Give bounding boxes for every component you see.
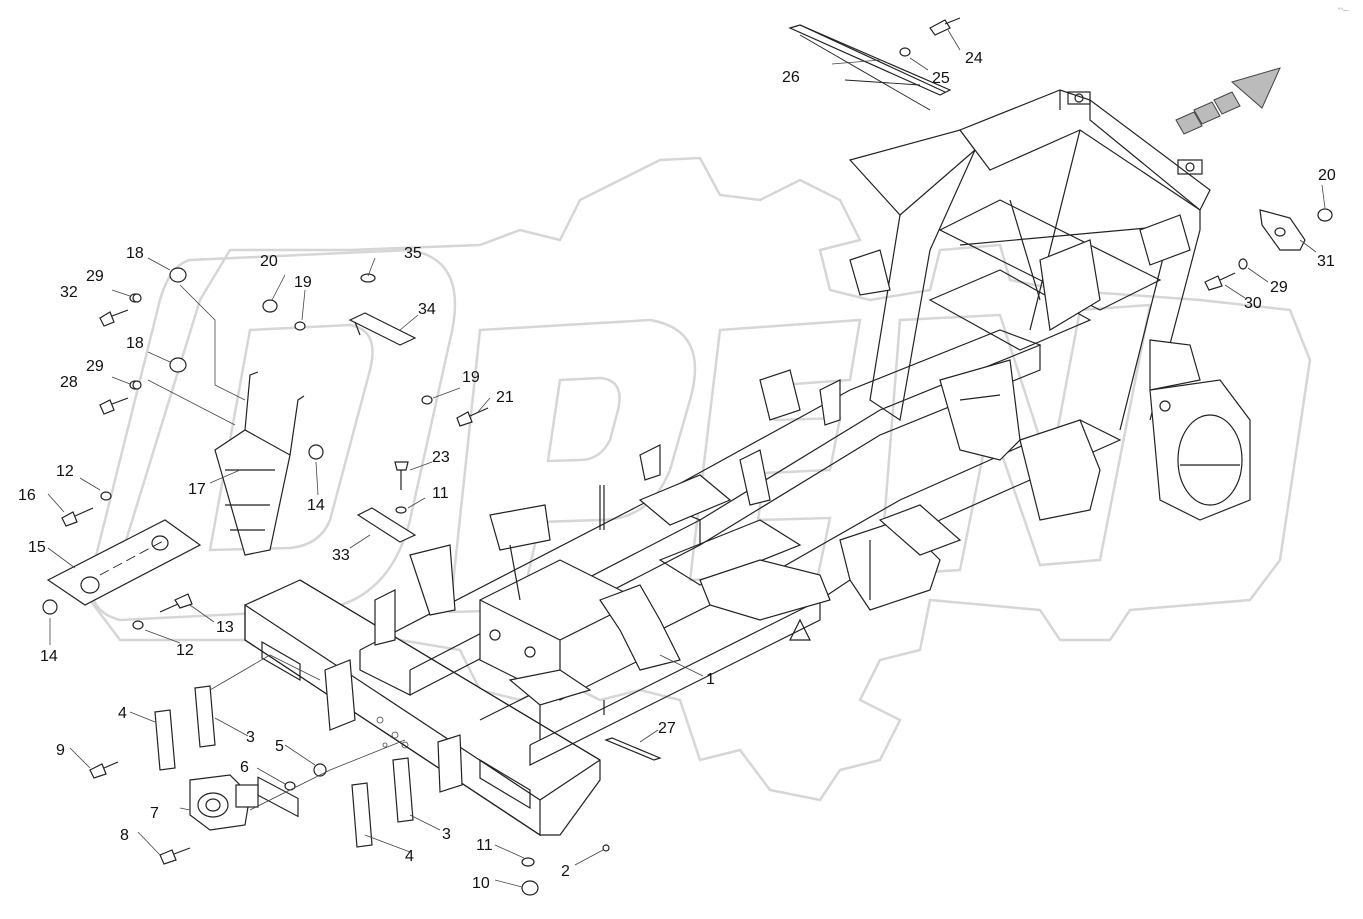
callout-17: 17 [188,481,206,498]
bushing-part-18 [169,267,187,373]
bracket-part-31 [1259,209,1306,251]
washer-part-19 [294,321,433,405]
callout-33: 33 [332,547,350,564]
bolt-part-24 [929,17,961,36]
callout-32: 32 [60,284,78,301]
callout-29: 29 [86,268,104,285]
callout-11: 11 [476,837,493,854]
callout-35: 35 [404,245,422,262]
callout-4: 4 [118,705,127,722]
callout-1: 1 [706,671,715,688]
corner-mark: °°— [1338,8,1349,14]
nut-part-20 [262,208,1333,313]
bolt-part-16 [61,507,94,527]
callout-21: 21 [496,389,514,406]
callout-28: 28 [60,374,78,391]
bracket-part-34 [348,312,417,346]
direction-arrow-icon [1175,67,1281,135]
callout-13: 13 [216,619,234,636]
bolt-part-30 [1204,272,1236,291]
washer-part-12 [100,491,144,630]
callout-34: 34 [418,301,436,318]
strip-part-27 [604,737,662,761]
plate-part-4 [154,709,373,848]
bolt-part-8 [159,847,191,865]
callout-9: 9 [56,742,65,759]
callout-18: 18 [126,245,144,262]
plate-part-3 [194,685,414,823]
washer-part-25 [899,47,911,57]
callout-20: 20 [1318,167,1336,184]
bolt-part-13 [159,593,193,613]
callout-2: 2 [561,863,570,880]
clip-part-35 [360,273,376,283]
callout-15: 15 [28,539,46,556]
bracket-part-33 [356,507,417,543]
callout-6: 6 [240,759,249,776]
callout-14: 14 [40,648,58,665]
bolt-part-9 [89,761,119,779]
callout-12: 12 [176,642,194,659]
callout-5: 5 [275,738,284,755]
callout-11: 11 [432,485,449,502]
nut-part-14 [42,444,324,615]
callout-30: 30 [1244,295,1262,312]
nut-part-5 [313,763,327,777]
callout-18: 18 [126,335,144,352]
main-frame [244,89,1251,837]
callout-4: 4 [405,848,414,865]
callout-7: 7 [150,805,159,822]
callout-14: 14 [307,497,325,514]
callout-29: 29 [1270,279,1288,296]
callout-20: 20 [260,253,278,270]
watermark-letters [89,248,1152,622]
bolt-part-21 [456,407,489,427]
callout-19: 19 [294,274,312,291]
callout-10: 10 [472,875,490,892]
washer-part-11 [395,506,535,867]
tow-hitch-part-7 [189,774,259,831]
callout-31: 31 [1317,253,1335,270]
cover-strip-part-26 [788,24,952,111]
callout-3: 3 [246,729,255,746]
washer-part-29 [132,258,1248,390]
callout-12: 12 [56,463,74,480]
leader-lines [47,29,1326,888]
callout-3: 3 [442,826,451,843]
damper-mount-part-15 [46,519,202,606]
callout-19: 19 [462,369,480,386]
callout-27: 27 [658,720,676,737]
step-ladder-part-17 [214,371,305,556]
callout-25: 25 [932,70,950,87]
bolt-part-23 [394,461,409,490]
callout-24: 24 [965,50,983,67]
callout-23: 23 [432,449,450,466]
callout-26: 26 [782,69,800,86]
callout-16: 16 [18,487,36,504]
washer-part-6 [284,781,296,791]
nut-part-10 [521,880,539,896]
callout-8: 8 [120,827,129,844]
callout-labels: 1 2 3 3 4 4 5 6 7 8 9 10 11 11 12 12 13 … [18,50,1336,892]
plug-part-2 [602,844,610,852]
callout-29: 29 [86,358,104,375]
